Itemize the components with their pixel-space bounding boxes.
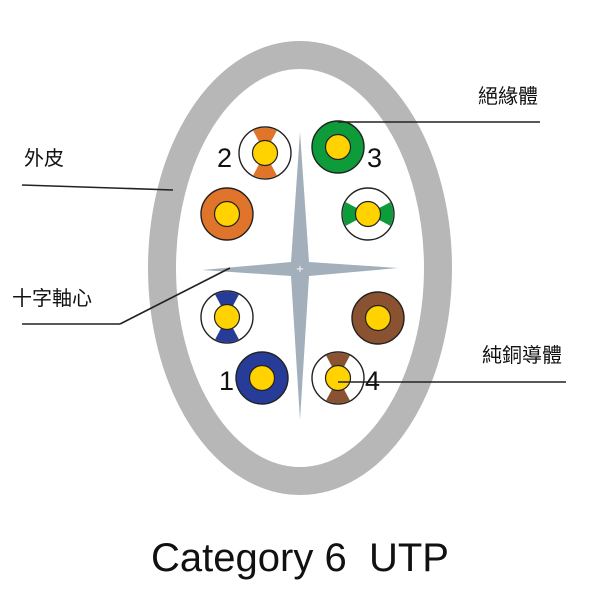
conductor-brown [364,304,392,332]
cross-filler-leader-line-diagonal [119,267,231,325]
wire-orange [200,187,254,241]
wire-blue [235,351,289,405]
outer-jacket [148,41,452,495]
cross-filler-label: 十字軸心 [12,286,92,310]
insulation-label: 絕緣體 [478,84,538,108]
conductor-green-white [354,200,382,228]
diagram-title: Category 6 UTP [151,536,449,580]
cross-filler [202,132,398,420]
pair-number-3: 3 [367,143,383,173]
conductor-green [324,133,352,161]
conductor-orange [213,200,241,228]
jacket-leader-line [21,184,174,191]
wire-green-white [341,187,395,241]
conductor-label: 純銅導體 [482,343,562,367]
pair-number-1: 1 [219,366,235,396]
conductor-orange-white [251,139,279,167]
wire-blue-white [200,290,254,344]
jacket-label: 外皮 [24,146,64,170]
conductor-blue [248,364,276,392]
wire-orange-white [238,126,292,180]
wire-brown [351,291,405,345]
pair-number-4: 4 [365,366,381,396]
pair-number-2: 2 [217,143,233,173]
wire-green [311,120,365,174]
wire-brown-white [311,351,365,405]
conductor-blue-white [213,303,241,331]
wire-group [200,120,405,405]
cross-filler-center-mark: + [296,264,304,275]
conductor-brown-white [324,364,352,392]
